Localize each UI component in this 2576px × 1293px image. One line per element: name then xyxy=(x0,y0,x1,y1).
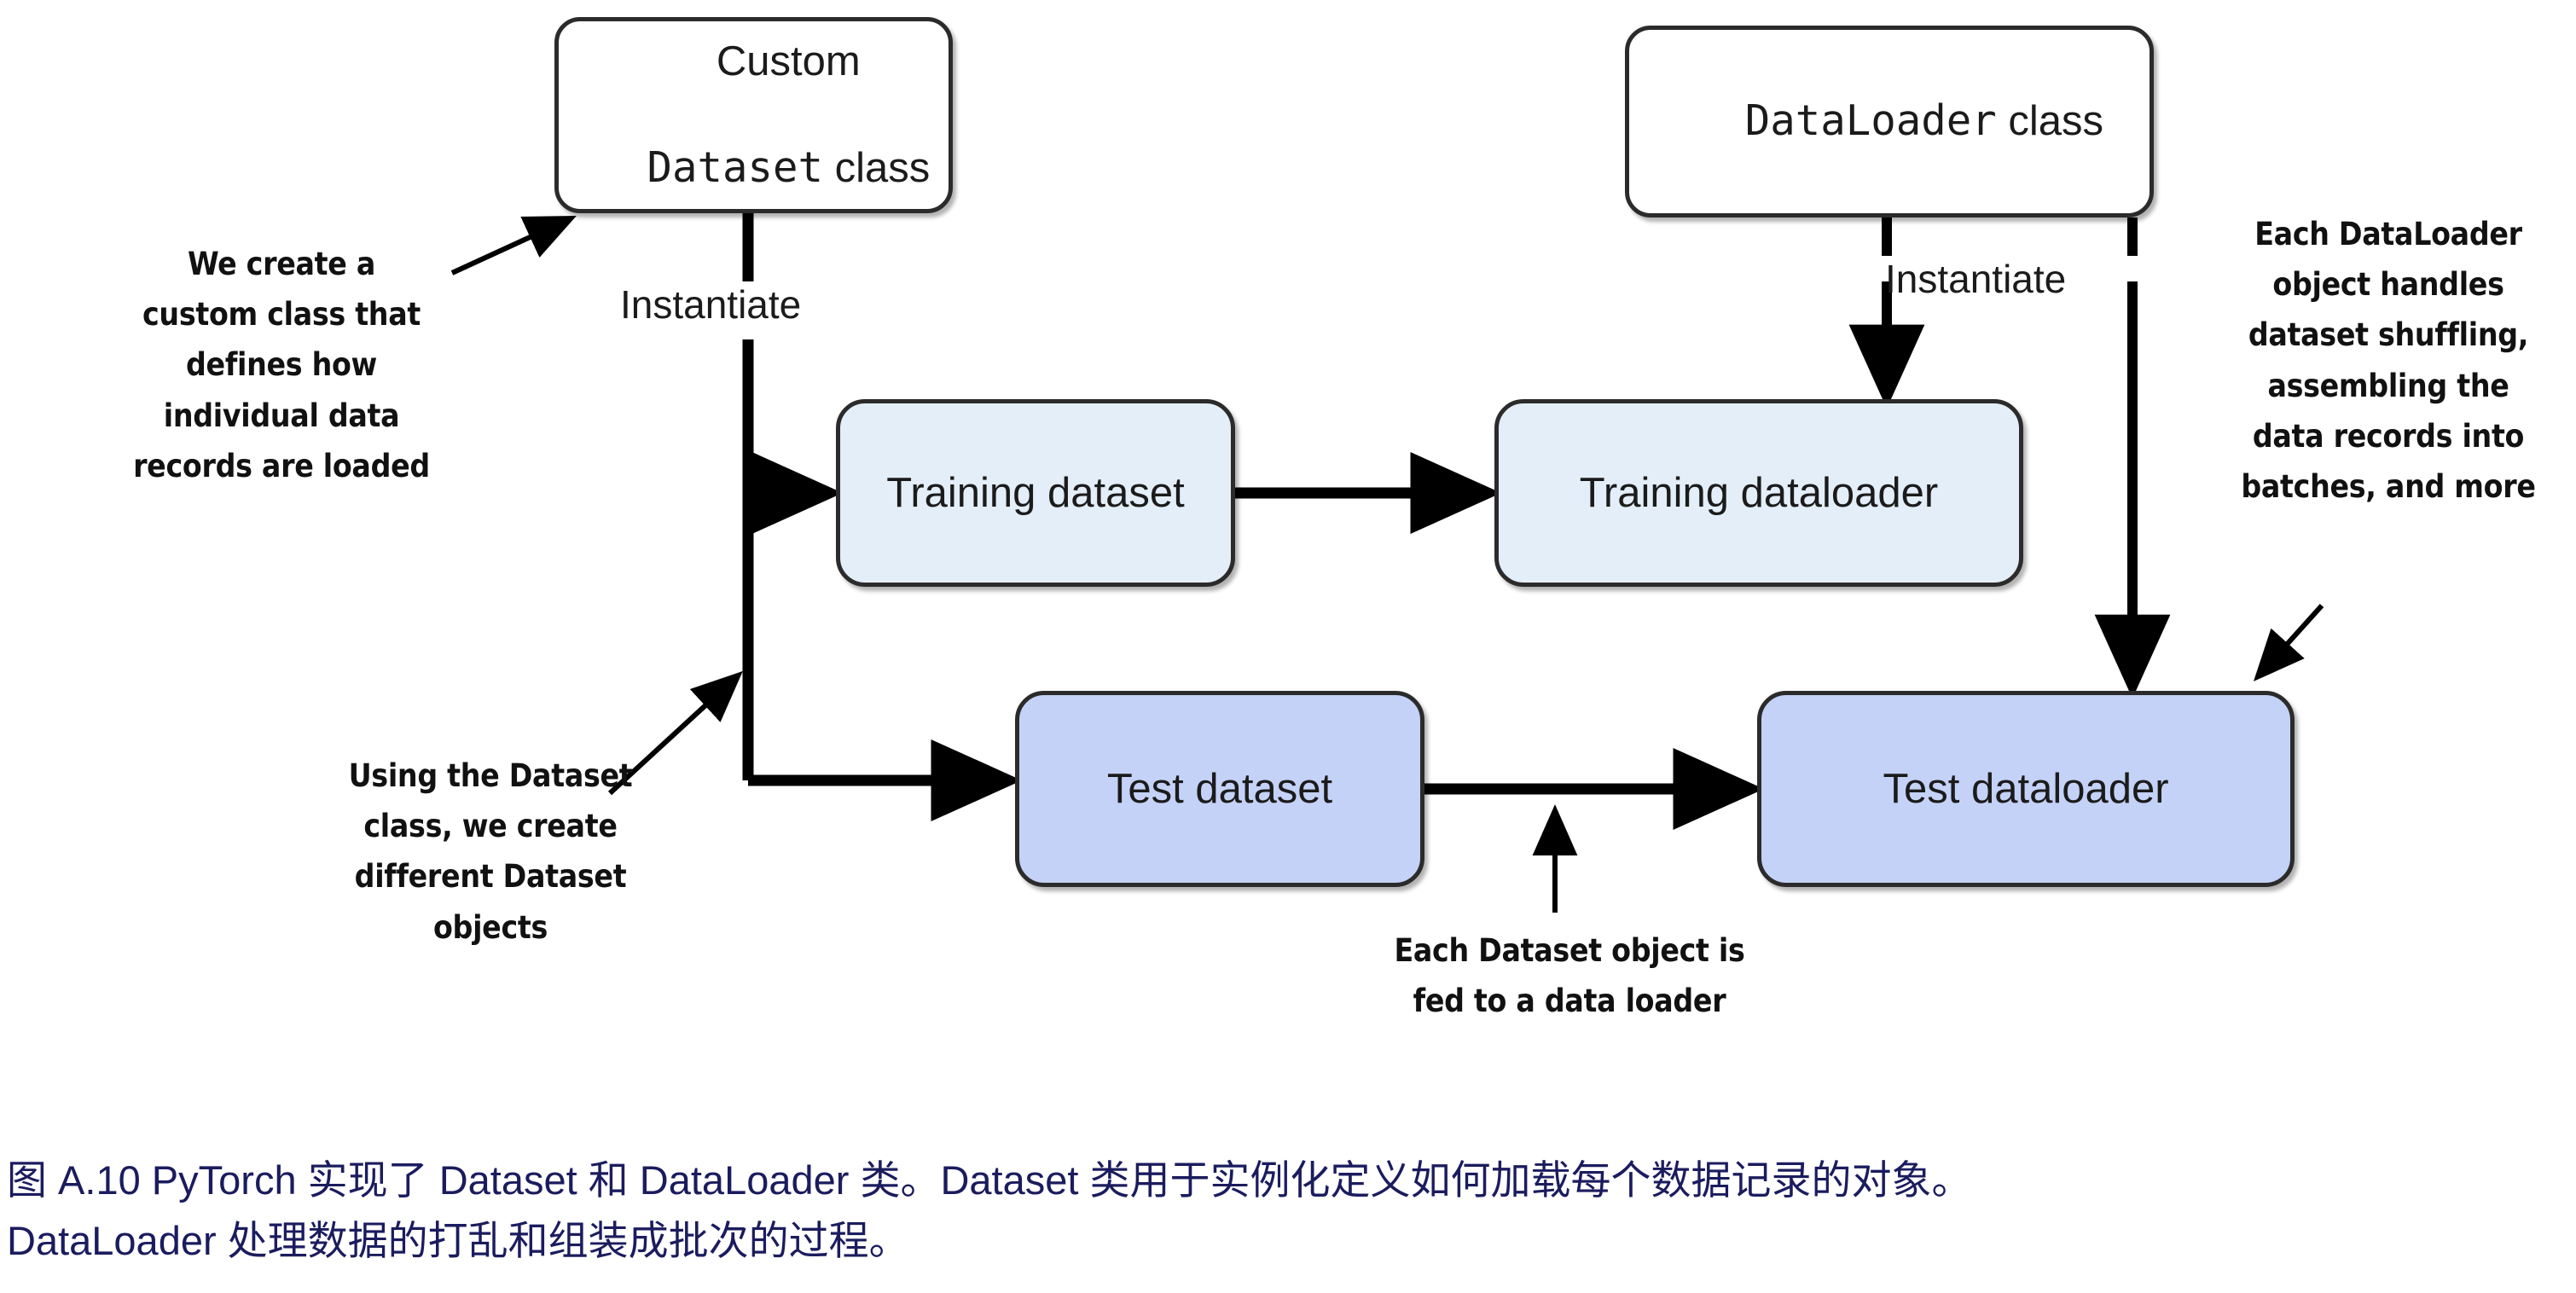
connector-layer xyxy=(450,213,2324,913)
class-keyword: class xyxy=(1996,98,2103,145)
edge-label-instantiate-left: Instantiate xyxy=(620,282,802,327)
node-dataloader-class[interactable]: DataLoader class xyxy=(1625,26,2154,217)
node-training-dataset-label: Training dataset xyxy=(886,469,1185,516)
node-training-dataloader[interactable]: Training dataloader xyxy=(1494,399,2023,587)
figure-caption: 图 A.10 PyTorch 实现了 Dataset 和 DataLoader … xyxy=(7,1157,1972,1264)
class-keyword: class xyxy=(822,145,931,192)
node-training-dataset[interactable]: Training dataset xyxy=(836,399,1235,587)
node-training-dataloader-label: Training dataloader xyxy=(1579,469,1939,516)
annotation-we-create-custom-class: We create a custom class that defines ho… xyxy=(133,246,430,484)
annotation-each-dataset-fed-to-loader: Each Dataset object is fed to a data loa… xyxy=(1394,932,1745,1020)
annotation-using-dataset-class: Using the Dataset class, we create diffe… xyxy=(348,757,633,946)
edge-label-instantiate-right: Instantiate xyxy=(1885,257,2067,301)
dataset-keyword: Dataset xyxy=(647,143,823,193)
custom-keyword: Custom xyxy=(716,38,861,84)
node-test-dataset[interactable]: Test dataset xyxy=(1015,691,1424,887)
node-custom-dataset-class-label: Custom Dataset class xyxy=(577,0,930,249)
node-test-dataset-label: Test dataset xyxy=(1106,765,1333,812)
node-test-dataloader[interactable]: Test dataloader xyxy=(1757,691,2295,887)
pointer-create-class xyxy=(450,215,577,275)
node-test-dataloader-label: Test dataloader xyxy=(1883,765,2169,812)
dataloader-keyword: DataLoader xyxy=(1744,96,1997,146)
annotation-each-dataloader-object: Each DataLoader object handles dataset s… xyxy=(2241,216,2536,505)
node-custom-dataset-class[interactable]: Custom Dataset class xyxy=(554,17,953,213)
pointer-dataloader-handles xyxy=(2253,603,2324,681)
node-dataloader-class-label: DataLoader class xyxy=(1675,41,2103,201)
